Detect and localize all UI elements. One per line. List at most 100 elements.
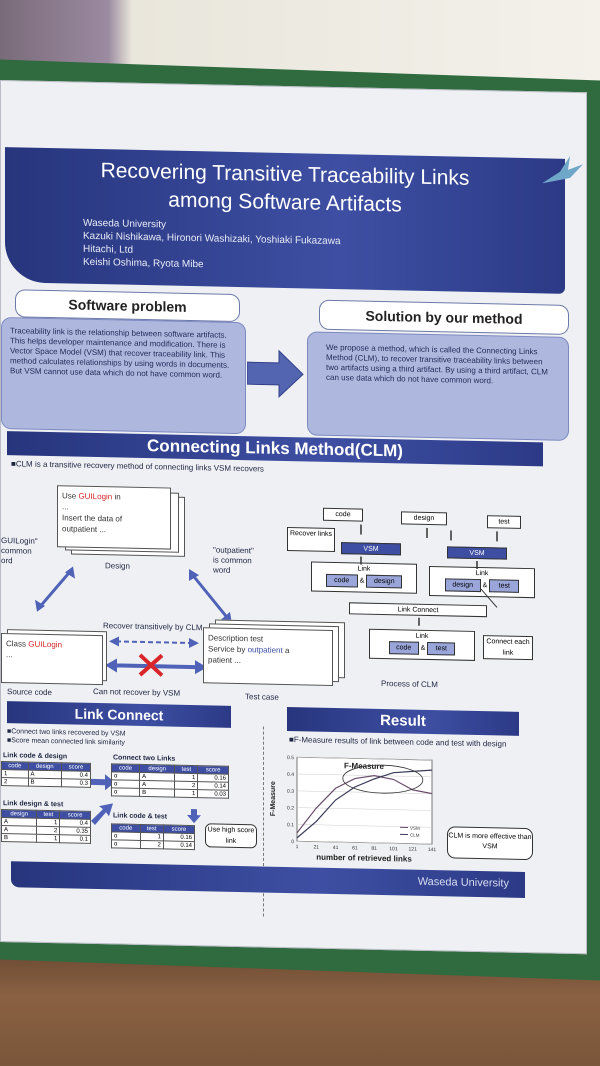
table-cell: α xyxy=(111,839,141,849)
down-arrow-icon xyxy=(187,809,201,824)
x-tick-label: 41 xyxy=(333,845,339,851)
x-axis-label: number of retrieved links xyxy=(316,853,412,864)
table-row: α 2 0.14 xyxy=(111,839,195,850)
design-doc-guilogin: GUILogin xyxy=(78,491,113,502)
x-tick-label: 121 xyxy=(409,847,418,853)
lc-table4-title: Link code & test xyxy=(113,812,168,821)
linkconnect-bullets: ■Connect two links recovered by VSM ■Sco… xyxy=(7,727,126,747)
table-cell: α xyxy=(111,787,140,797)
process-label: Process of CLM xyxy=(381,678,438,690)
lc-table1: code design score 1 A 0.4 2 B 0.3 xyxy=(1,761,91,788)
test-doc-service: Service by xyxy=(208,644,248,655)
table-row: α B 1 0.03 xyxy=(111,787,229,799)
title-banner: Recovering Transitive Traceability Links… xyxy=(5,147,583,294)
gridline xyxy=(297,824,432,828)
test-doc: Description test Service by outpatient a… xyxy=(203,627,333,686)
lc-table1-title: Link code & design xyxy=(3,752,68,761)
source-doc: Class GUILogin ... xyxy=(1,633,103,686)
y-tick-label: 0.2 xyxy=(287,805,294,811)
linkconnect-banner: Link Connect xyxy=(7,701,231,728)
y-tick-label: 0.4 xyxy=(287,772,294,778)
gridline xyxy=(297,807,432,811)
table-row: B 1 0.1 xyxy=(1,833,91,844)
gridline xyxy=(297,756,432,761)
legend-label: CLM xyxy=(410,833,420,838)
table-cell: B xyxy=(1,833,37,843)
source-code-label: Source code xyxy=(7,687,52,698)
result-title: Result xyxy=(380,711,426,730)
source-doc-line-2: ... xyxy=(6,650,13,660)
clm-title: Connecting Links Method(CLM) xyxy=(147,436,403,461)
footer-text: Waseda University xyxy=(417,875,509,890)
lc-table3-title: Connect two Links xyxy=(113,754,176,763)
test-doc-a: a xyxy=(282,645,290,656)
test-doc-line-3: patient ... xyxy=(208,655,241,666)
proc-link3-test: test xyxy=(427,641,456,656)
x-tick-label: 81 xyxy=(371,846,377,852)
highlight-ellipse xyxy=(342,764,424,794)
use-high-score-note: Use high score link xyxy=(205,823,257,849)
problem-title: Software problem xyxy=(68,296,187,315)
lc-table2-title: Link design & test xyxy=(3,800,64,809)
design-doc: Use GUILogin in ... Insert the data of o… xyxy=(57,485,171,550)
result-subtitle: ■F-Measure results of link between code … xyxy=(289,735,507,749)
solution-title: Solution by our method xyxy=(365,307,523,327)
x-tick-label: 141 xyxy=(428,847,437,853)
arrow-right-icon xyxy=(247,349,304,399)
design-doc-use: Use xyxy=(62,491,79,501)
table-cell: 1 xyxy=(36,834,60,843)
f-measure-chart: F-Measure F-Measure number of retrieved … xyxy=(270,755,437,864)
y-tick-label: 0.5 xyxy=(287,755,294,761)
table-cell: 0.14 xyxy=(163,840,195,850)
proc-link-box-3: Link code & test xyxy=(369,628,475,661)
table-row: 2 B 0.3 xyxy=(1,777,91,788)
table-cell: 2 xyxy=(140,840,164,849)
poster: Recovering Transitive Traceability Links… xyxy=(0,80,587,955)
y-tick-label: 0.1 xyxy=(287,822,294,828)
source-doc-line-1: Class GUILogin xyxy=(6,638,98,651)
lc-table3: code design test score α A 1 0.16 α A 2 … xyxy=(111,763,229,799)
clm-subtitle: ■CLM is a transitive recovery method of … xyxy=(11,459,264,474)
linkconnect-bullet-2: ■Score mean connected link similarity xyxy=(7,737,125,747)
y-tick-label: 0.3 xyxy=(287,789,294,795)
table-cell: 2 xyxy=(1,777,29,787)
test-doc-outpatient: outpatient xyxy=(247,645,283,655)
design-doc-line-1: Use GUILogin in xyxy=(62,490,166,503)
result-banner: Result xyxy=(287,707,519,736)
author-block: Waseda University Kazuki Nishikawa, Hiro… xyxy=(83,217,341,274)
solution-text: We propose a method, which is called the… xyxy=(307,331,569,441)
bird-logo xyxy=(542,155,583,184)
poster-title: Recovering Transitive Traceability Links… xyxy=(45,156,525,222)
footer-banner: Waseda University xyxy=(11,861,525,898)
y-axis-label: F-Measure xyxy=(270,781,277,816)
proc-connect-each: Connect each link xyxy=(483,635,533,661)
proc-link3-amp: & xyxy=(420,644,426,652)
x-tick-label: 1 xyxy=(296,844,299,850)
x-tick-label: 21 xyxy=(314,845,320,851)
table-cell: B xyxy=(139,788,175,798)
source-doc-class: Class xyxy=(6,639,29,649)
test-case-label: Test case xyxy=(245,692,279,702)
cannot-recover-label: Can not recover by VSM xyxy=(93,686,181,698)
x-tick-label: 101 xyxy=(389,846,398,852)
gridline xyxy=(297,840,432,845)
table-cell: 1 xyxy=(174,789,198,798)
proc-link3-code: code xyxy=(388,641,419,655)
source-doc-guilogin: GUILogin xyxy=(28,639,63,650)
solution-title-box: Solution by our method xyxy=(319,299,569,335)
table-cell: 0.1 xyxy=(59,834,91,844)
series-line-clm xyxy=(296,769,433,839)
cross-icon xyxy=(138,653,164,677)
design-doc-in: in xyxy=(112,492,121,502)
table-cell: 0.03 xyxy=(197,789,229,799)
clm-effective-note: CLM is more effective than VSM xyxy=(447,826,533,861)
design-doc-line-4: outpatient ... xyxy=(62,524,107,535)
lc-table4: code test score α 1 0.16 α 2 0.14 xyxy=(111,823,195,850)
process-arrows xyxy=(360,524,498,626)
x-tick-label: 61 xyxy=(352,845,358,851)
y-tick-label: 0 xyxy=(291,839,294,845)
table-cell: B xyxy=(28,778,62,787)
problem-text: Traceability link is the relationship be… xyxy=(1,317,246,435)
table-cell: 0.3 xyxy=(61,778,91,788)
lc-arrows xyxy=(91,774,115,825)
